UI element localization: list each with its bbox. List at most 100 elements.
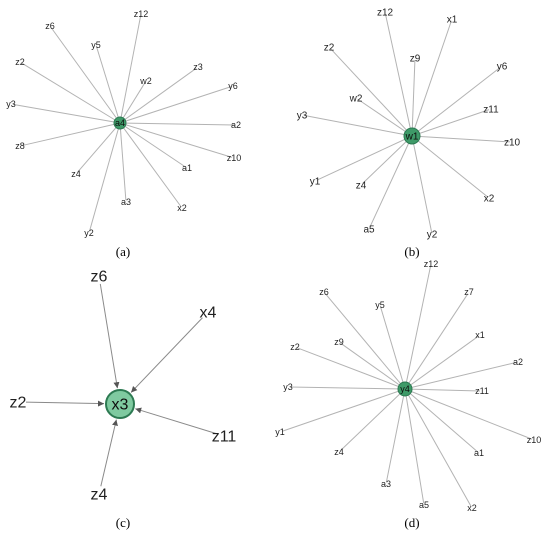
- panel-c-edge-z6: [99, 283, 120, 389]
- panel-d-edge-a2: [404, 361, 517, 390]
- panel-d-edge-z6: [324, 293, 406, 390]
- panel-a-edge-z6: [50, 27, 121, 124]
- panel-d-center: y4: [397, 381, 413, 397]
- panel-a-leaf-w2: w2: [139, 76, 152, 86]
- panel-d-edge-a1: [404, 388, 478, 453]
- panel-d-leaf-z11: z11: [475, 386, 489, 396]
- panel-d-edge-z12: [404, 265, 432, 390]
- panel-d-edge-z2: [296, 347, 406, 390]
- panel-d-leaf-z4: z4: [334, 447, 344, 457]
- panel-b-edge-a5: [369, 135, 413, 228]
- panel-d-edge-z10: [404, 388, 533, 440]
- panel-c-caption: (c): [116, 515, 130, 530]
- panel-d-edge-z7: [404, 293, 469, 390]
- panel-a-leaf-z3: z3: [193, 62, 203, 72]
- panel-b-leaf-a5: a5: [363, 225, 375, 236]
- panel-d-caption: (d): [404, 515, 419, 530]
- panel-b-leaf-x2: x2: [484, 194, 495, 205]
- panel-a-leaf-a1: a1: [182, 163, 192, 173]
- panel-a-leaf-y5: y5: [91, 40, 101, 50]
- panel-d-leaf-z2: z2: [290, 342, 300, 352]
- panel-a-edge-y5: [96, 46, 121, 124]
- panel-c-center-label: x3: [112, 397, 129, 414]
- panel-a-edge-y6: [119, 86, 232, 124]
- panel-b-center-node: [403, 127, 421, 145]
- panel-a-caption: (a): [116, 244, 130, 259]
- panel-d-edge-z11: [404, 388, 481, 392]
- panel-a-leaf-z2: z2: [15, 57, 25, 67]
- panel-b-edge-z12: [384, 13, 413, 137]
- panel-a-leaf-z4: z4: [71, 169, 81, 179]
- panel-b-leaf-z12: z12: [377, 8, 394, 19]
- panel-b-center-label: w1: [405, 132, 419, 143]
- panel-a-leaf-x2: x2: [177, 203, 187, 213]
- panel-a-edge-a3: [119, 122, 127, 201]
- panel-c-leaf-z11: z11: [212, 429, 237, 446]
- panel-b-leaf-x1: x1: [447, 15, 458, 26]
- panel-b-leaf-y3: y3: [297, 111, 308, 122]
- panel-a-edge-z12: [119, 15, 142, 124]
- panel-c-edge-z4: [100, 419, 118, 487]
- panel-a-edge-z2: [21, 62, 121, 124]
- panel-d-center-node: [397, 381, 413, 397]
- panel-a-leaf-z10: z10: [227, 153, 242, 163]
- panel-b-edge-z2: [329, 48, 413, 137]
- panel-b-leaf-w2: w2: [349, 94, 363, 105]
- panel-c-edges: [25, 283, 217, 487]
- panel-c-leaf-z4: z4: [91, 487, 108, 504]
- panel-d-leaf-a3: a3: [381, 479, 391, 489]
- panel-d-leaf-z12: z12: [424, 259, 439, 269]
- panel-c-center: x3: [105, 389, 135, 419]
- panel-a-center-node: [113, 116, 127, 130]
- panel-a-edge-z4: [76, 122, 121, 173]
- panel-b-edge-z4: [362, 135, 413, 184]
- panel-b-edge-z10: [411, 135, 511, 143]
- panel-a-edge-a1: [119, 122, 186, 168]
- panel-d-edge-x1: [404, 335, 479, 390]
- panel-a-edge-w2: [119, 82, 146, 124]
- panel-b-edge-x2: [411, 135, 488, 198]
- panel-b-edge-y1: [316, 135, 413, 181]
- panel-d-edge-y5: [380, 306, 406, 390]
- panel-d-edge-a5: [404, 388, 425, 504]
- panel-b-leaf-z10: z10: [504, 138, 521, 149]
- panel-a-leaf-a3: a3: [121, 197, 131, 207]
- panel-a-edge-z3: [119, 67, 197, 124]
- panel-b-leaf-z2: z2: [324, 43, 335, 54]
- panel-a-leaf-a2: a2: [231, 120, 241, 130]
- panel-a-edge-y2: [89, 122, 121, 232]
- panel-d-leaf-y5: y5: [375, 300, 385, 310]
- panel-a-edge-x2: [119, 122, 182, 207]
- panel-b-leaf-y6: y6: [497, 62, 508, 73]
- panel-b-caption: (b): [404, 244, 419, 259]
- panel-d-leaf-z7: z7: [464, 287, 474, 297]
- panel-c-center-node: [105, 389, 135, 419]
- panel-a-leaf-z8: z8: [15, 141, 25, 151]
- panel-d-leaf-x2: x2: [467, 503, 477, 513]
- panel-b-leaf-y1: y1: [310, 177, 321, 188]
- panel-b-edges: [303, 13, 511, 233]
- panel-d-center-label: y4: [400, 384, 410, 394]
- panel-b-edge-z9: [411, 59, 416, 137]
- panel-b-leaf-z9: z9: [410, 54, 421, 65]
- panel-d-leaf-z10: z10: [527, 435, 542, 445]
- panel-a-center-label: a4: [115, 118, 125, 128]
- panel-d-edge-z4: [340, 388, 406, 451]
- panel-d-edges: [281, 265, 533, 507]
- panel-a-edge-y3: [12, 103, 121, 124]
- panel-a-edge-z8: [21, 122, 121, 147]
- panel-b-leaf-z11: z11: [483, 105, 499, 116]
- panel-a-leaf-y2: y2: [84, 228, 94, 238]
- panel-d-edge-a3: [385, 388, 406, 483]
- panel-a-edges: [12, 15, 235, 232]
- panel-d-leaf-y1: y1: [275, 427, 285, 437]
